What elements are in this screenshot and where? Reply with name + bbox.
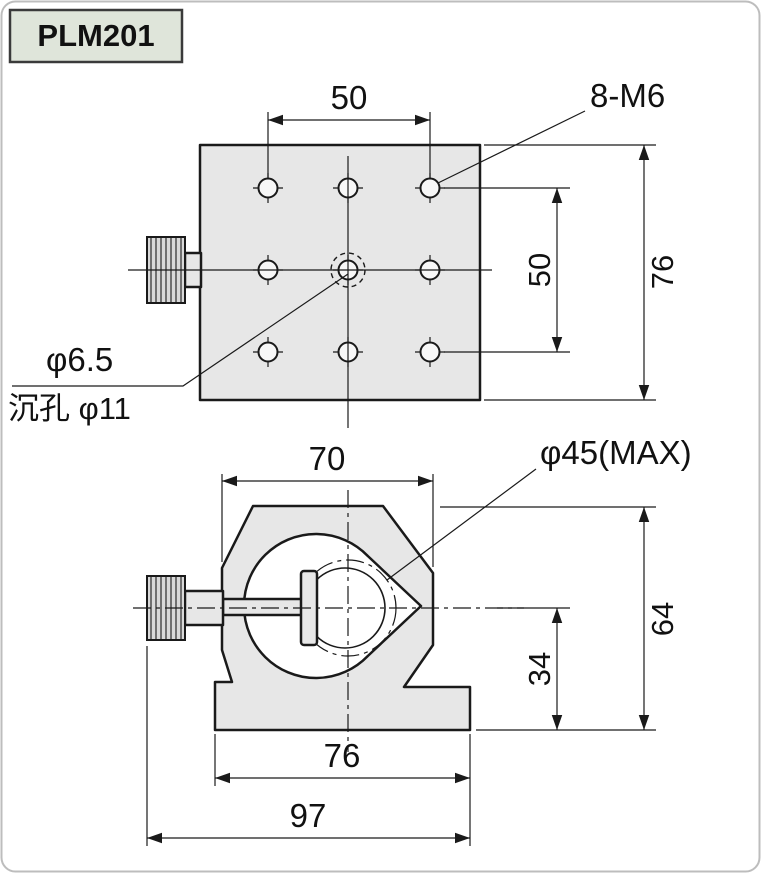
dim-body-height-label: 64 xyxy=(645,602,680,636)
dim-body-width-label: 70 xyxy=(309,440,346,477)
leader-line-counterbore xyxy=(12,273,349,387)
leader-line-thread xyxy=(437,110,586,184)
leader-line-max-dia xyxy=(386,468,537,581)
dim-hole-pitch-h-label: 50 xyxy=(331,79,368,116)
top-view: 50 8-M6 76 50 φ6.5 沉孔 φ11 xyxy=(8,77,680,428)
dim-overall-width-label: 97 xyxy=(290,797,327,834)
counterbore-label: 沉孔 φ11 xyxy=(8,391,131,426)
dim-base-width-label: 76 xyxy=(324,737,361,774)
dim-plate-height-label: 76 xyxy=(645,255,680,289)
thread-label: 8-M6 xyxy=(590,77,665,114)
side-view: 70 φ45(MAX) 64 34 76 97 xyxy=(133,434,692,846)
model-badge: PLM201 xyxy=(8,8,184,64)
clamp-screw-shaft xyxy=(221,597,305,617)
model-badge-box xyxy=(8,8,184,64)
dim-hole-pitch-v-label: 50 xyxy=(522,253,557,287)
hole-diameter-label: φ6.5 xyxy=(46,341,113,378)
dim-center-height-label: 34 xyxy=(522,652,557,686)
model-number: PLM201 xyxy=(37,18,154,53)
max-diameter-label: φ45(MAX) xyxy=(540,434,692,471)
